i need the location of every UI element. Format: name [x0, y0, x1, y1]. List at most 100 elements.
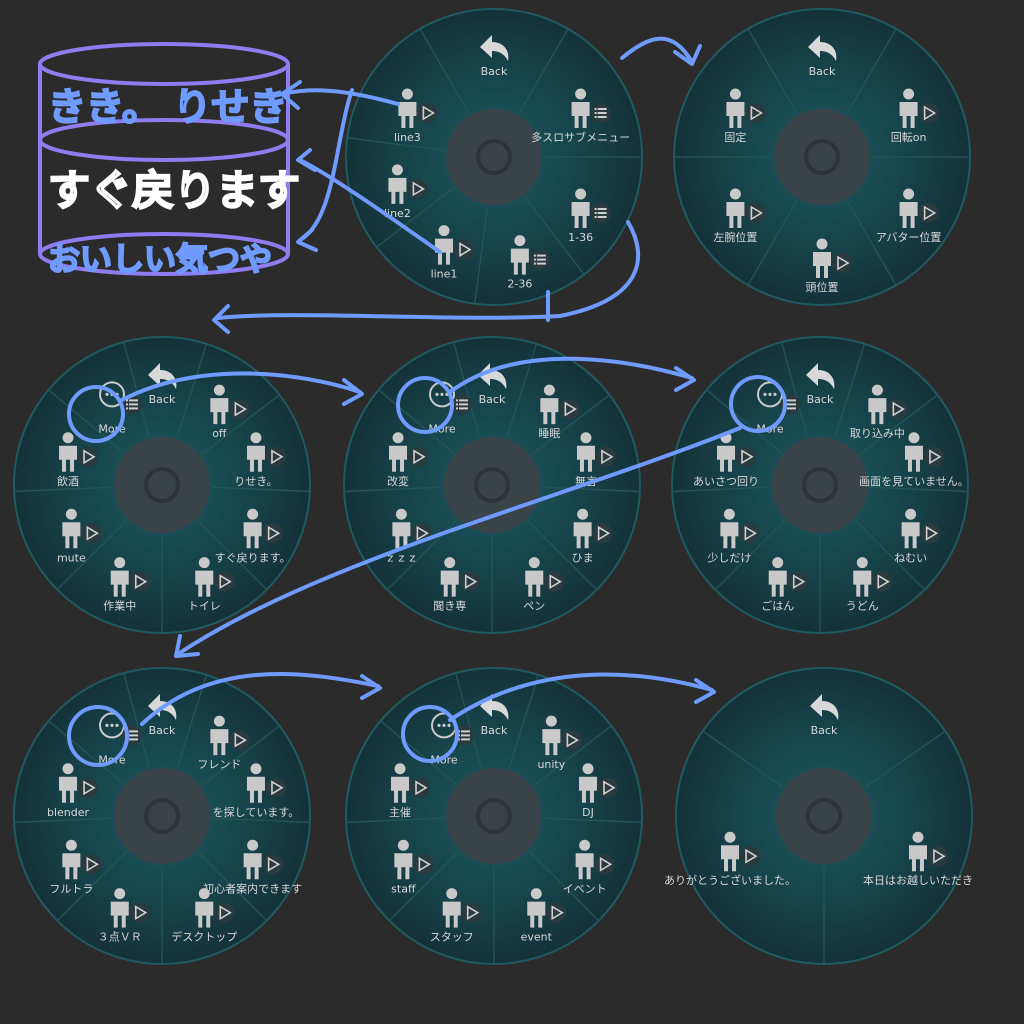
play-icon	[78, 446, 99, 467]
wheel-divider	[455, 672, 482, 768]
menu-item[interactable]: イベント	[563, 839, 615, 896]
menu-item[interactable]: アバター位置	[876, 188, 942, 245]
menu-item[interactable]: うどん	[846, 557, 893, 613]
menu-item[interactable]: ねむい	[894, 508, 941, 565]
person-icon	[394, 839, 413, 880]
menu-item[interactable]: 飲酒	[57, 432, 99, 488]
person-icon	[389, 432, 408, 472]
list-icon	[590, 203, 611, 223]
back-label: Back	[479, 393, 506, 406]
menu-item[interactable]: あいさつ回り	[693, 432, 759, 488]
back-arrow-icon	[148, 363, 177, 389]
menu-item[interactable]: 2-36	[507, 235, 550, 291]
menu-item[interactable]: ｚｚｚ	[385, 508, 432, 565]
radial-menu-status4: Backフレンドを探しています。初心者案内できますデスクトップ３点ＶＲフルトラb…	[13, 667, 311, 965]
back-button[interactable]: Back	[810, 694, 839, 737]
menu-item[interactable]: すぐ戻ります。	[215, 508, 291, 565]
person-icon	[440, 557, 459, 597]
back-button[interactable]: Back	[478, 363, 507, 406]
menu-item[interactable]: 少しだけ	[707, 508, 760, 565]
menu-item[interactable]: line3	[394, 88, 438, 145]
menu-item[interactable]: を探しています。	[213, 763, 300, 819]
menu-item[interactable]: ひま	[572, 508, 613, 565]
menu-item-label: スタッフ	[430, 931, 474, 944]
menu-item[interactable]: 多スロサブメニュー	[531, 88, 630, 145]
menu-item-label: を探しています。	[213, 806, 300, 819]
back-button[interactable]: Back	[148, 363, 177, 406]
more-button[interactable]: More	[428, 381, 472, 435]
menu-item[interactable]: 改変	[387, 432, 429, 488]
wheel-hub[interactable]	[776, 768, 872, 864]
person-icon	[110, 557, 129, 597]
menu-item[interactable]: ３点ＶＲ	[98, 888, 150, 944]
menu-item-label: ねむい	[894, 551, 927, 564]
person-icon	[571, 188, 590, 228]
hub-ring	[806, 798, 842, 834]
wheel-hub[interactable]	[446, 768, 542, 864]
menu-item[interactable]: blender	[47, 763, 99, 819]
play-icon	[81, 854, 102, 875]
menu-item[interactable]: ありがとうございました。	[664, 831, 796, 888]
person-icon	[720, 508, 739, 549]
play-icon	[413, 854, 434, 875]
menu-item[interactable]: 作業中	[103, 557, 150, 613]
wheel-hub[interactable]	[446, 109, 542, 205]
wheel-divider	[48, 720, 125, 785]
menu-item[interactable]: mute	[57, 508, 102, 565]
menu-item[interactable]: ごはん	[761, 557, 808, 613]
menu-item[interactable]: りせき。	[234, 432, 286, 488]
menu-item[interactable]: 回転on	[891, 88, 939, 145]
menu-item[interactable]: staff	[391, 839, 434, 896]
menu-item[interactable]: フルトラ	[49, 839, 102, 896]
menu-item[interactable]: 初心者案内できます	[203, 839, 302, 896]
menu-item[interactable]: スタッフ	[430, 888, 482, 944]
annotation-arrows	[67, 36, 787, 767]
menu-item[interactable]: 睡眠	[538, 384, 580, 441]
wheel-hub[interactable]	[772, 437, 868, 533]
play-icon	[262, 523, 283, 544]
menu-item[interactable]: 取り込み中	[850, 384, 908, 441]
menu-item[interactable]: 画面を見ていません。	[859, 432, 969, 488]
wheel-hub[interactable]	[114, 768, 210, 864]
wheel-hub[interactable]	[774, 109, 870, 205]
wheel-divider	[834, 343, 866, 438]
back-button[interactable]: Back	[806, 363, 835, 406]
person-icon	[899, 88, 918, 128]
menu-item[interactable]: デスクトップ	[171, 888, 237, 944]
menu-item[interactable]: event	[521, 888, 567, 944]
menu-item[interactable]: 固定	[724, 88, 766, 145]
menu-item[interactable]: unity	[537, 715, 582, 772]
menu-item[interactable]: line1	[431, 225, 474, 281]
menu-item[interactable]: 聞き専	[433, 557, 480, 613]
hub-ring	[144, 798, 180, 834]
menu-item[interactable]: 頭位置	[806, 238, 853, 295]
menu-item[interactable]: 主催	[389, 763, 431, 819]
menu-item[interactable]: 1-36	[568, 188, 611, 245]
menu-item[interactable]: 左腕位置	[713, 188, 766, 245]
menu-item[interactable]: ペン	[523, 557, 565, 613]
play-icon	[597, 777, 618, 798]
menu-item-label: 睡眠	[538, 427, 560, 440]
play-icon	[229, 730, 250, 751]
wheel-divider	[123, 341, 150, 437]
menu-item[interactable]: トイレ	[188, 557, 235, 613]
menu-item[interactable]: DJ	[578, 763, 618, 819]
person-icon	[571, 88, 590, 128]
menu-item-label: 飲酒	[57, 474, 79, 488]
wheel-hub[interactable]	[444, 437, 540, 533]
back-button[interactable]: Back	[808, 35, 837, 78]
back-label: Back	[809, 65, 836, 78]
person-icon	[542, 715, 561, 756]
back-label: Back	[807, 393, 834, 406]
wheel-hub[interactable]	[114, 437, 210, 533]
menu-item[interactable]: 本日はお越しいただき	[863, 831, 973, 888]
play-icon	[262, 854, 283, 875]
menu-item-label: イベント	[563, 882, 607, 895]
person-icon	[525, 557, 544, 597]
play-icon	[214, 571, 235, 592]
back-button[interactable]: Back	[480, 35, 509, 78]
menu-item[interactable]: フレンド	[197, 715, 250, 772]
menu-item[interactable]: off	[210, 384, 250, 441]
wheel-divider	[56, 850, 128, 922]
